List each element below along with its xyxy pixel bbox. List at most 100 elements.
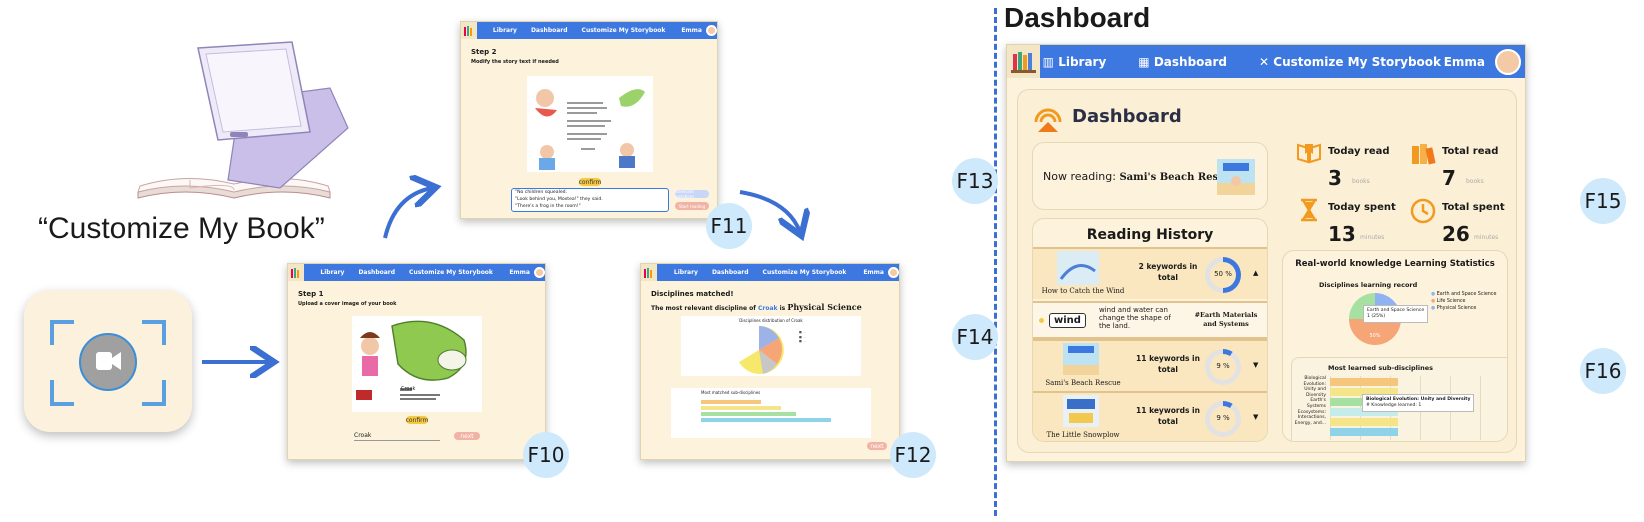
step-subtitle: Upload a cover image of your book [298,301,397,307]
bar-title: Most learned sub-disciplines [1328,364,1434,372]
dashboard-panel: Dashboard Now reading: Sami's Beach Resc… [1017,89,1517,453]
nav-user[interactable]: Emma [681,27,702,34]
cover-image [352,316,482,412]
books-stack-icon [1412,144,1436,165]
navbar: Library Dashboard Customize My Storybook… [461,22,717,39]
matched-book: Croak [757,305,778,312]
stat-value: 7 [1442,166,1456,190]
nav-user[interactable]: Emma [1443,54,1485,69]
chevron-down-icon[interactable]: ▼ [1253,361,1259,369]
bar-title: Most matched sub-disciplines [701,390,761,395]
text-line: "There's a frog in the room!" [515,203,581,209]
text-line: "No children squealed. [515,190,568,195]
legend-label: Earth and Space Science [1436,292,1497,297]
nav-dashboard[interactable]: Dashboard [711,269,749,276]
label-f14: F14 [952,314,998,360]
bar-chart-panel: Most matched sub-disciplines [671,388,871,438]
customize-label: “Customize My Book” [38,212,325,245]
story-page-image [527,76,653,172]
chevron-down-icon[interactable]: ▼ [1253,413,1259,421]
nav-user[interactable]: Emma [863,269,884,276]
stat-value: 13 [1328,222,1356,246]
nav-customize[interactable]: Customize My Storybook [409,269,493,276]
generate-button[interactable]: Generate questions [675,189,709,199]
pie-pct: 50% [1369,333,1380,339]
confirm-button[interactable]: confirm [578,178,602,186]
legend-label: Life Science [1436,299,1466,304]
step-title: Step 1 [298,290,324,298]
step3-screen: Library Dashboard Customize My Storybook… [640,263,900,460]
progress-label: 50 % [1214,270,1232,278]
stat-today-read: Today read 3 books [1296,142,1396,190]
avatar[interactable] [1495,48,1521,75]
matched-connector: is [777,305,788,312]
book-name-input[interactable]: Croak [354,432,440,441]
nav-customize[interactable]: Customize My Storybook [762,269,847,276]
avatar[interactable] [533,267,545,278]
history-row[interactable]: How to Catch the Wind 2 keywords in tota… [1033,247,1267,299]
nav-library[interactable]: ▥ Library [1043,55,1107,69]
nav-dashboard[interactable]: Dashboard [530,27,568,34]
tooltip-line: Earth and Space Science [1367,308,1425,313]
keyword-chip[interactable]: wind [1049,313,1086,328]
nav-customize[interactable]: ✕ Customize My Storybook [1259,55,1441,69]
tooltip-line: Biological Evolution: Unity and Diversit… [1366,397,1471,402]
history-keywords: 11 keywords in total [1136,406,1200,426]
legend-item: ● Physical Science [1431,306,1477,311]
keyword-tag: #Earth Materials and Systems [1194,311,1258,328]
sub-discipline-panel: Most learned sub-disciplines Biological … [1291,357,1507,441]
nav-library[interactable]: Library [492,27,517,34]
flow-arrows [202,0,994,522]
step-subtitle: Modify the story text if needed [471,59,559,65]
bar [1330,428,1398,436]
stat-today-spent: Today spent 13 minutes [1296,198,1406,246]
label-f16: F16 [1580,348,1626,394]
now-reading-book: Sami's Beach Rescue [1119,172,1238,183]
nav-library[interactable]: Library [320,269,345,276]
nav-dashboard[interactable]: ▦ Dashboard [1138,55,1227,69]
nav-customize[interactable]: Customize My Storybook [581,27,666,34]
stat-label: Total read [1442,146,1499,157]
bar [1330,408,1398,416]
bookshelf-logo-icon [1007,45,1040,78]
hourglass-icon [1301,198,1317,222]
bar [1330,378,1398,386]
tooltip-line: # Knowledge learned: 1 [1366,403,1422,408]
label-f10: F10 [523,432,569,478]
matched-discipline: Physical Science [787,302,862,312]
nav-dashboard[interactable]: Dashboard [358,269,396,276]
confirm-button[interactable]: confirm [405,416,429,424]
story-text-area[interactable]: "No children squealed. "Look behind you,… [511,188,669,212]
progress-ring-hole [1210,262,1236,288]
now-reading-card[interactable]: Now reading: Sami's Beach Rescue [1032,142,1268,210]
history-book: Sami's Beach Rescue [1037,343,1129,391]
matched-sentence: The most relevant discipline of Croak is… [651,302,862,312]
history-book: How to Catch the Wind [1037,251,1129,299]
step2-screen: Library Dashboard Customize My Storybook… [460,21,718,219]
legend-item: ● Earth and Space Science [1431,292,1497,297]
stat-value: 3 [1328,166,1342,190]
arrow-step2-to-step3 [739,190,800,232]
dashboard-heading: Dashboard [1072,106,1182,127]
avatar[interactable] [705,25,717,36]
progress-label: 9 % [1216,362,1230,370]
reading-history-card: Reading History How to Catch the Wind 2 … [1032,218,1268,442]
next-button[interactable]: next [454,432,480,440]
open-book-icon [1297,143,1321,164]
stat-label: Total spent [1442,202,1505,213]
chevron-up-icon[interactable]: ▲ [1253,269,1259,277]
next-button[interactable]: next [867,442,887,450]
history-row[interactable]: Sami's Beach Rescue 11 keywords in total… [1033,339,1267,391]
camera-button[interactable] [24,290,192,432]
start-reading-button[interactable]: Start reading [675,202,709,210]
nav-library[interactable]: Library [673,269,698,276]
avatar[interactable] [887,267,899,278]
progress-ring: 9 % [1205,401,1241,437]
bar [1330,388,1398,396]
bar [701,406,781,410]
nav-user[interactable]: Emma [509,269,530,276]
camera-icon [50,320,166,406]
dashboard-icon: ▦ [1138,54,1150,69]
history-row[interactable]: The Little Snowplow 11 keywords in total… [1033,391,1267,441]
clock-icon [1410,198,1436,224]
